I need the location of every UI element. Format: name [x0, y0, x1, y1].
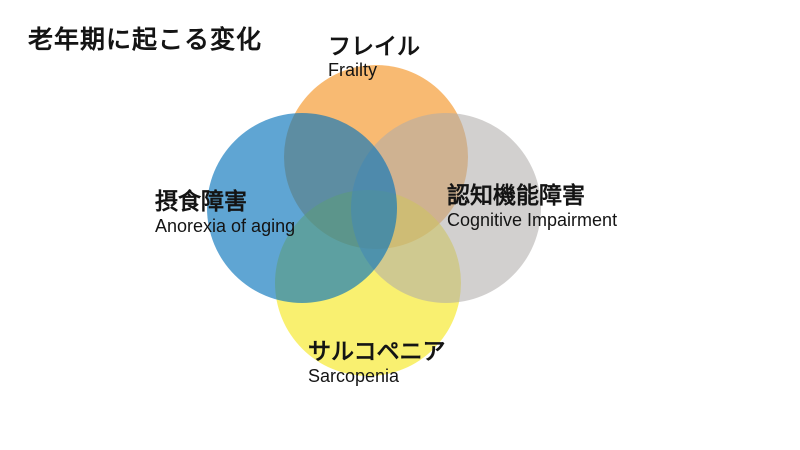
label-cognitive-impairment: 認知機能障害 Cognitive Impairment [447, 180, 617, 231]
label-anorexia-of-aging-jp: 摂食障害 [155, 188, 247, 214]
venn-circle-anorexia-of-aging [207, 113, 397, 303]
label-anorexia-of-aging-en: Anorexia of aging [155, 216, 296, 236]
label-cognitive-impairment-en: Cognitive Impairment [447, 210, 618, 230]
label-sarcopenia: サルコペニア Sarcopenia [308, 336, 446, 387]
label-sarcopenia-en: Sarcopenia [308, 366, 400, 386]
label-frailty-jp: フレイル [328, 33, 420, 59]
label-frailty: フレイル Frailty [328, 32, 420, 81]
label-frailty-en: Frailty [328, 60, 377, 80]
label-sarcopenia-jp: サルコペニア [308, 338, 446, 364]
label-anorexia-of-aging: 摂食障害 Anorexia of aging [155, 186, 295, 237]
label-cognitive-impairment-jp: 認知機能障害 [447, 182, 585, 208]
page-title: 老年期に起こる変化 [28, 26, 263, 54]
